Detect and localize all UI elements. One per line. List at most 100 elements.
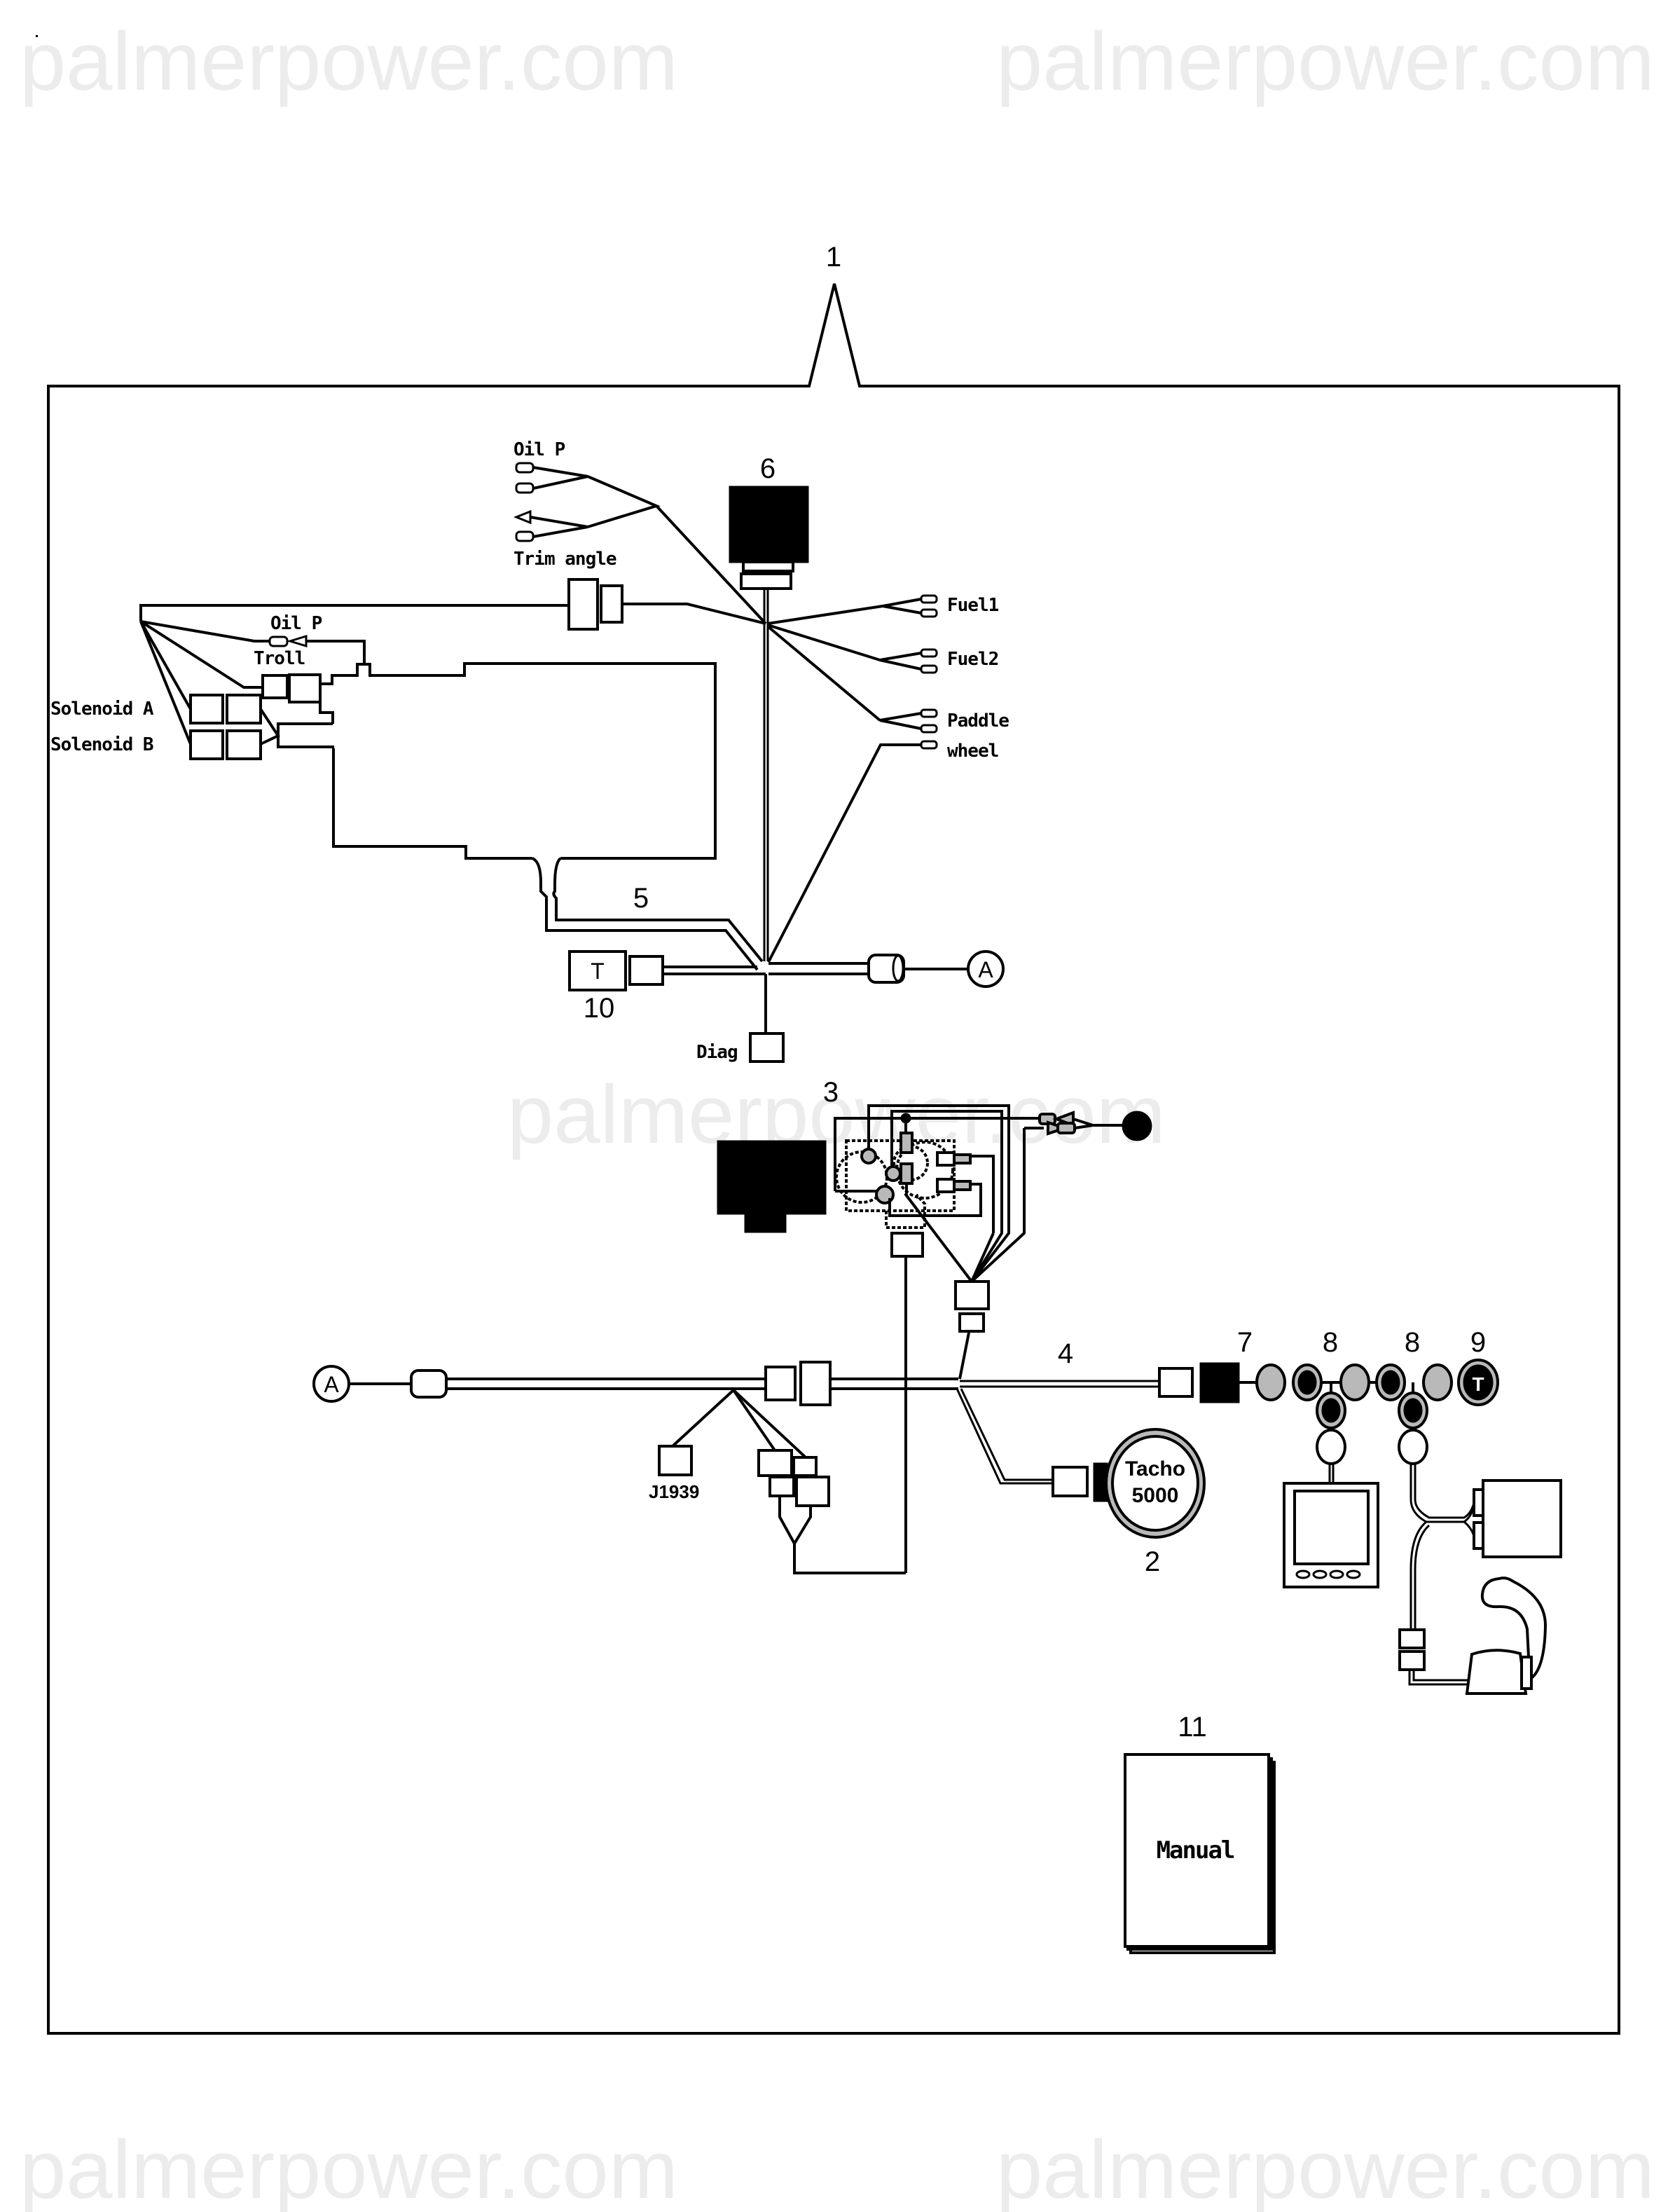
test-plug-letter: T	[591, 959, 605, 984]
watermark-top-right: palmerpower.com	[996, 15, 1655, 108]
item-3-module[interactable]: 3	[717, 1077, 1152, 1573]
test-plug-connector	[628, 955, 664, 986]
sensor-plug-2	[1056, 1122, 1076, 1134]
connector-ref-a-lower-letter: A	[324, 1372, 339, 1397]
callout-8a: 8	[1323, 1327, 1338, 1358]
item-4-main-harness[interactable]: A 4 J1939	[312, 1338, 1159, 1574]
backbone-plug-2	[1339, 1363, 1370, 1401]
sub-connector-4	[795, 1476, 830, 1507]
wheel-connector	[920, 740, 938, 750]
label-troll: Troll	[254, 648, 305, 669]
label-wheel: wheel	[947, 741, 998, 762]
backbone-connector	[1158, 1367, 1194, 1398]
component-6-collar	[742, 561, 794, 572]
backbone-plug-3	[1422, 1363, 1453, 1401]
troll-oil-p-triangle	[286, 634, 308, 648]
filter-lower	[899, 1162, 914, 1185]
engine-harness: 6 Oil P Trim angle Oil P	[50, 439, 1009, 1063]
terminator-block-body	[1199, 1362, 1240, 1403]
control-drop-plug	[1398, 1429, 1428, 1465]
j1939-connector	[658, 1445, 693, 1476]
troll-oil-p-connector: Oil P	[268, 613, 366, 664]
label-trim-angle: Trim angle	[513, 549, 616, 570]
item-10-test-plug[interactable]: T 10	[568, 950, 664, 1024]
component-6-body	[729, 486, 809, 563]
inline-connector-a	[764, 1366, 797, 1401]
connector-ref-a-upper	[967, 950, 1005, 988]
troll-connector-2	[288, 673, 322, 703]
sub-connector-1	[757, 1449, 793, 1477]
trim-connector	[515, 530, 535, 542]
control-box-tab-1	[1473, 1488, 1484, 1517]
callout-10: 10	[584, 993, 615, 1024]
item-8-tee-connector-b[interactable]: 8	[1375, 1327, 1428, 1429]
corner-dot	[36, 35, 38, 37]
throttle-base	[1465, 1649, 1528, 1695]
label-solenoid-b: Solenoid B	[50, 734, 153, 755]
callout-1: 1	[826, 242, 841, 273]
connector-ref-a-upper-letter: A	[978, 957, 993, 982]
sensor-circle-1	[860, 1148, 877, 1165]
callout-11: 11	[1178, 1712, 1207, 1743]
label-fuel1: Fuel1	[947, 595, 999, 616]
injector-plug-1	[953, 1153, 972, 1165]
sub-connector-3	[768, 1476, 795, 1497]
solenoid-b-connector-2	[226, 729, 262, 760]
manual-cover-text: Manual	[1157, 1836, 1234, 1864]
ecu-block-stem	[744, 1212, 787, 1233]
fuel1-connector-2	[920, 608, 938, 618]
item-6-component[interactable]: 6	[729, 453, 809, 590]
callout-3: 3	[823, 1077, 839, 1108]
trim-sender-connector-b	[600, 584, 623, 624]
module-harness-connector-a	[954, 1280, 990, 1310]
diag-connector	[749, 1032, 785, 1063]
injector-connector-1	[936, 1151, 956, 1167]
sub-connector-2	[792, 1456, 818, 1477]
callout-9: 9	[1470, 1327, 1486, 1358]
throttle-connector-1	[1398, 1628, 1426, 1649]
ecu-block	[717, 1140, 827, 1215]
item-2-tacho-gauge[interactable]: Tacho 5000 2	[1052, 1428, 1206, 1577]
paddle-connector-2	[920, 724, 938, 734]
inline-connector-b	[799, 1361, 832, 1406]
item-8-tee-connector-a[interactable]: 8	[1292, 1327, 1346, 1429]
throttle-connector-2	[1398, 1650, 1426, 1671]
fuel-paddle-branches: Fuel1 Fuel2 Paddle wheel	[766, 594, 1009, 963]
item-11-manual[interactable]: Manual 11	[1124, 1712, 1276, 1954]
troll-connector-1	[261, 674, 289, 699]
solenoid-a-connector-2	[226, 694, 262, 724]
harness-end-plug	[410, 1369, 448, 1399]
solenoid-b-connector-1	[189, 729, 224, 760]
oil-p-connector-2	[515, 482, 535, 494]
callout-6: 6	[760, 453, 776, 484]
item-7-terminator-block[interactable]: 7	[1199, 1327, 1253, 1403]
terminator-letter: T	[1472, 1373, 1484, 1395]
throttle-lever	[1480, 1576, 1548, 1679]
callout-4: 4	[1058, 1338, 1073, 1369]
tacho-label-1: Tacho	[1125, 1457, 1185, 1481]
callout-5: 5	[633, 883, 649, 914]
paddle-connector-1	[920, 708, 938, 718]
label-j1939: J1939	[649, 1481, 699, 1502]
test-plug-body	[568, 950, 627, 991]
label-diag: Diag	[696, 1042, 738, 1063]
throttle-tab	[1520, 1656, 1533, 1690]
item-9-terminator[interactable]: T 9	[1457, 1327, 1499, 1406]
kit-frame: 1	[47, 242, 1620, 2035]
control-box	[1482, 1479, 1562, 1558]
display-drop	[1283, 1429, 1379, 1588]
callout-2: 2	[1145, 1546, 1160, 1577]
oil-trim-sensor-group: Oil P Trim angle	[513, 439, 767, 625]
display-screen	[1293, 1490, 1370, 1565]
fuel2-connector-1	[920, 648, 938, 658]
injector-connector-2	[936, 1178, 956, 1193]
label-oil-p-troll: Oil P	[270, 613, 322, 634]
trim-sender-connector-a	[567, 578, 599, 631]
watermark-bottom-right: palmerpower.com	[996, 2124, 1655, 2212]
watermarks: palmerpower.com palmerpower.com palmerpo…	[20, 15, 1655, 2212]
sensor-circle-2	[885, 1165, 902, 1182]
fuel1-connector-1	[920, 594, 938, 604]
tacho-face	[1111, 1435, 1199, 1532]
label-oil-p-top: Oil P	[513, 439, 565, 460]
